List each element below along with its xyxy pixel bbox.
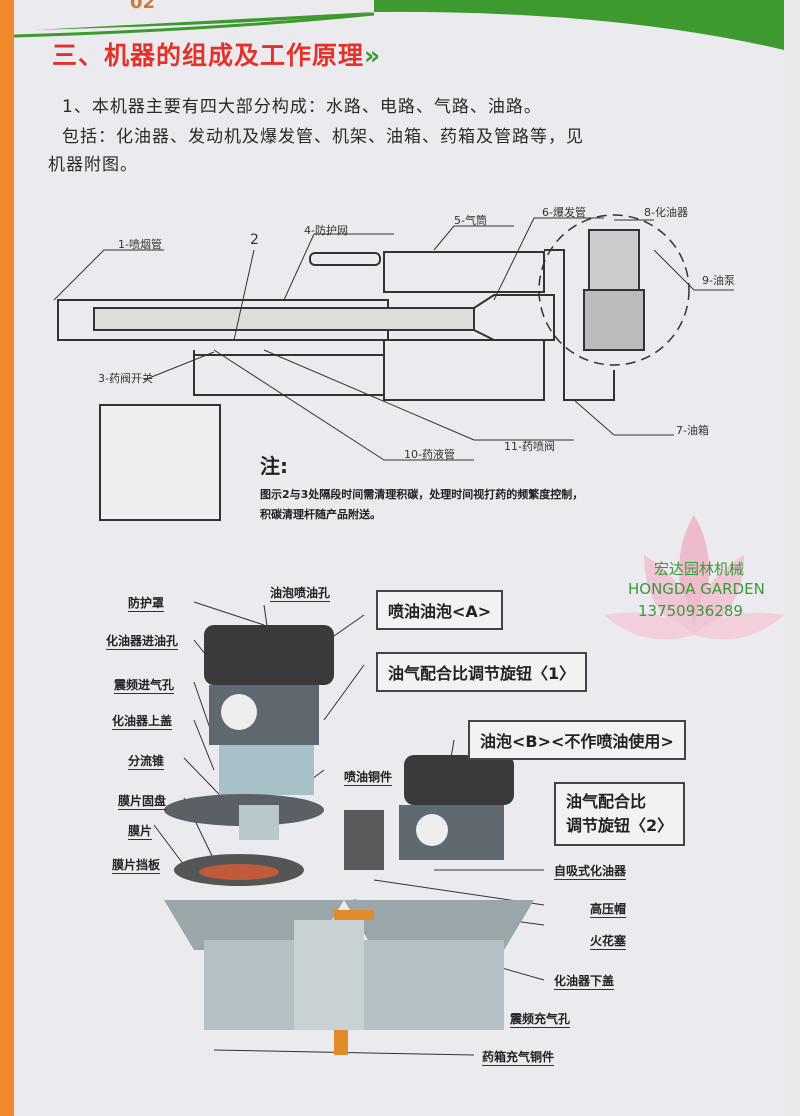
diagram-label: 9-油泵 <box>702 274 735 287</box>
part-label: 高压帽 <box>590 902 627 918</box>
diagram-label: 6-爆发管 <box>542 206 586 219</box>
part-label: 化油器上盖 <box>112 714 173 730</box>
part-label: 药箱充气铜件 <box>482 1050 555 1066</box>
note-heading: 注: <box>260 454 288 478</box>
double-chevron-right-icon: » <box>364 41 382 70</box>
diagram-label: 11-药喷阀 <box>504 440 555 453</box>
part-label: 喷油铜件 <box>344 770 393 786</box>
diagram-label: 8-化油器 <box>644 206 688 219</box>
part-label: 油泡喷油孔 <box>270 586 331 602</box>
section-title: 三、机器的组成及工作原理» <box>52 36 381 72</box>
diagram-label: 1-喷烟管 <box>118 238 162 251</box>
watermark-english: HONGDA GARDEN <box>628 580 765 598</box>
document-page: 02 三、机器的组成及工作原理» 1、本机器主要有四大部分构成：水路、电路、气路… <box>14 0 784 1116</box>
part-label: 防护罩 <box>128 596 165 612</box>
carburetor-diagram <box>153 601 545 1056</box>
intro-line: 机器附图。 <box>48 155 138 175</box>
callout-line: 调节旋钮〈2〉 <box>566 816 674 835</box>
section-title-text: 三、机器的组成及工作原理 <box>52 41 365 70</box>
callout-ratio-knob-2: 油气配合比调节旋钮〈2〉 <box>554 782 686 846</box>
intro-line: 包括：化油器、发动机及爆发管、机架、油箱、药箱及管路等，见 <box>62 127 584 147</box>
part-label: 膜片 <box>128 824 153 840</box>
note-line: 图示2与3处隔段时间需清理积碳，处理时间视打药的频繁度控制， <box>260 488 584 501</box>
part-label: 自吸式化油器 <box>554 864 627 880</box>
diagram-label: 2 <box>250 232 259 248</box>
callout-oil-bubble-b: 油泡<B><不作喷油使用> <box>468 720 686 760</box>
green-header-swoosh <box>14 0 784 50</box>
intro-line: 1、本机器主要有四大部分构成：水路、电路、气路、油路。 <box>62 97 542 117</box>
part-label: 化油器进油孔 <box>106 634 179 650</box>
diagram-label: 4-防护网 <box>304 224 348 237</box>
page-edge <box>0 0 14 1116</box>
part-label: 膜片挡板 <box>112 858 161 874</box>
part-label: 火花塞 <box>590 934 627 950</box>
diagram-label: 10-药液管 <box>404 448 455 461</box>
callout-oil-bubble-a: 喷油油泡<A> <box>376 590 504 630</box>
part-label: 震频充气孔 <box>510 1012 571 1028</box>
diagram-label: 5-气筒 <box>454 214 487 227</box>
part-label: 分流锥 <box>128 754 165 770</box>
watermark-name: 宏达园林机械 <box>654 560 745 578</box>
callout-line: 油气配合比 <box>566 792 647 811</box>
diagram-label: 3-药阀开关 <box>98 372 153 385</box>
lotus-watermark-icon <box>604 515 784 640</box>
fogger-assembly-diagram <box>53 214 734 521</box>
part-label: 震频进气孔 <box>114 678 175 694</box>
part-label: 化油器下盖 <box>554 974 615 990</box>
note-line: 积碳清理杆随产品附送。 <box>260 508 381 521</box>
diagram-label: 7-油箱 <box>676 424 709 437</box>
part-label: 膜片固盘 <box>118 794 167 810</box>
page-number: 02 <box>130 0 156 13</box>
watermark-phone: 13750936289 <box>638 602 743 620</box>
callout-ratio-knob-1: 油气配合比调节旋钮〈1〉 <box>376 652 588 692</box>
